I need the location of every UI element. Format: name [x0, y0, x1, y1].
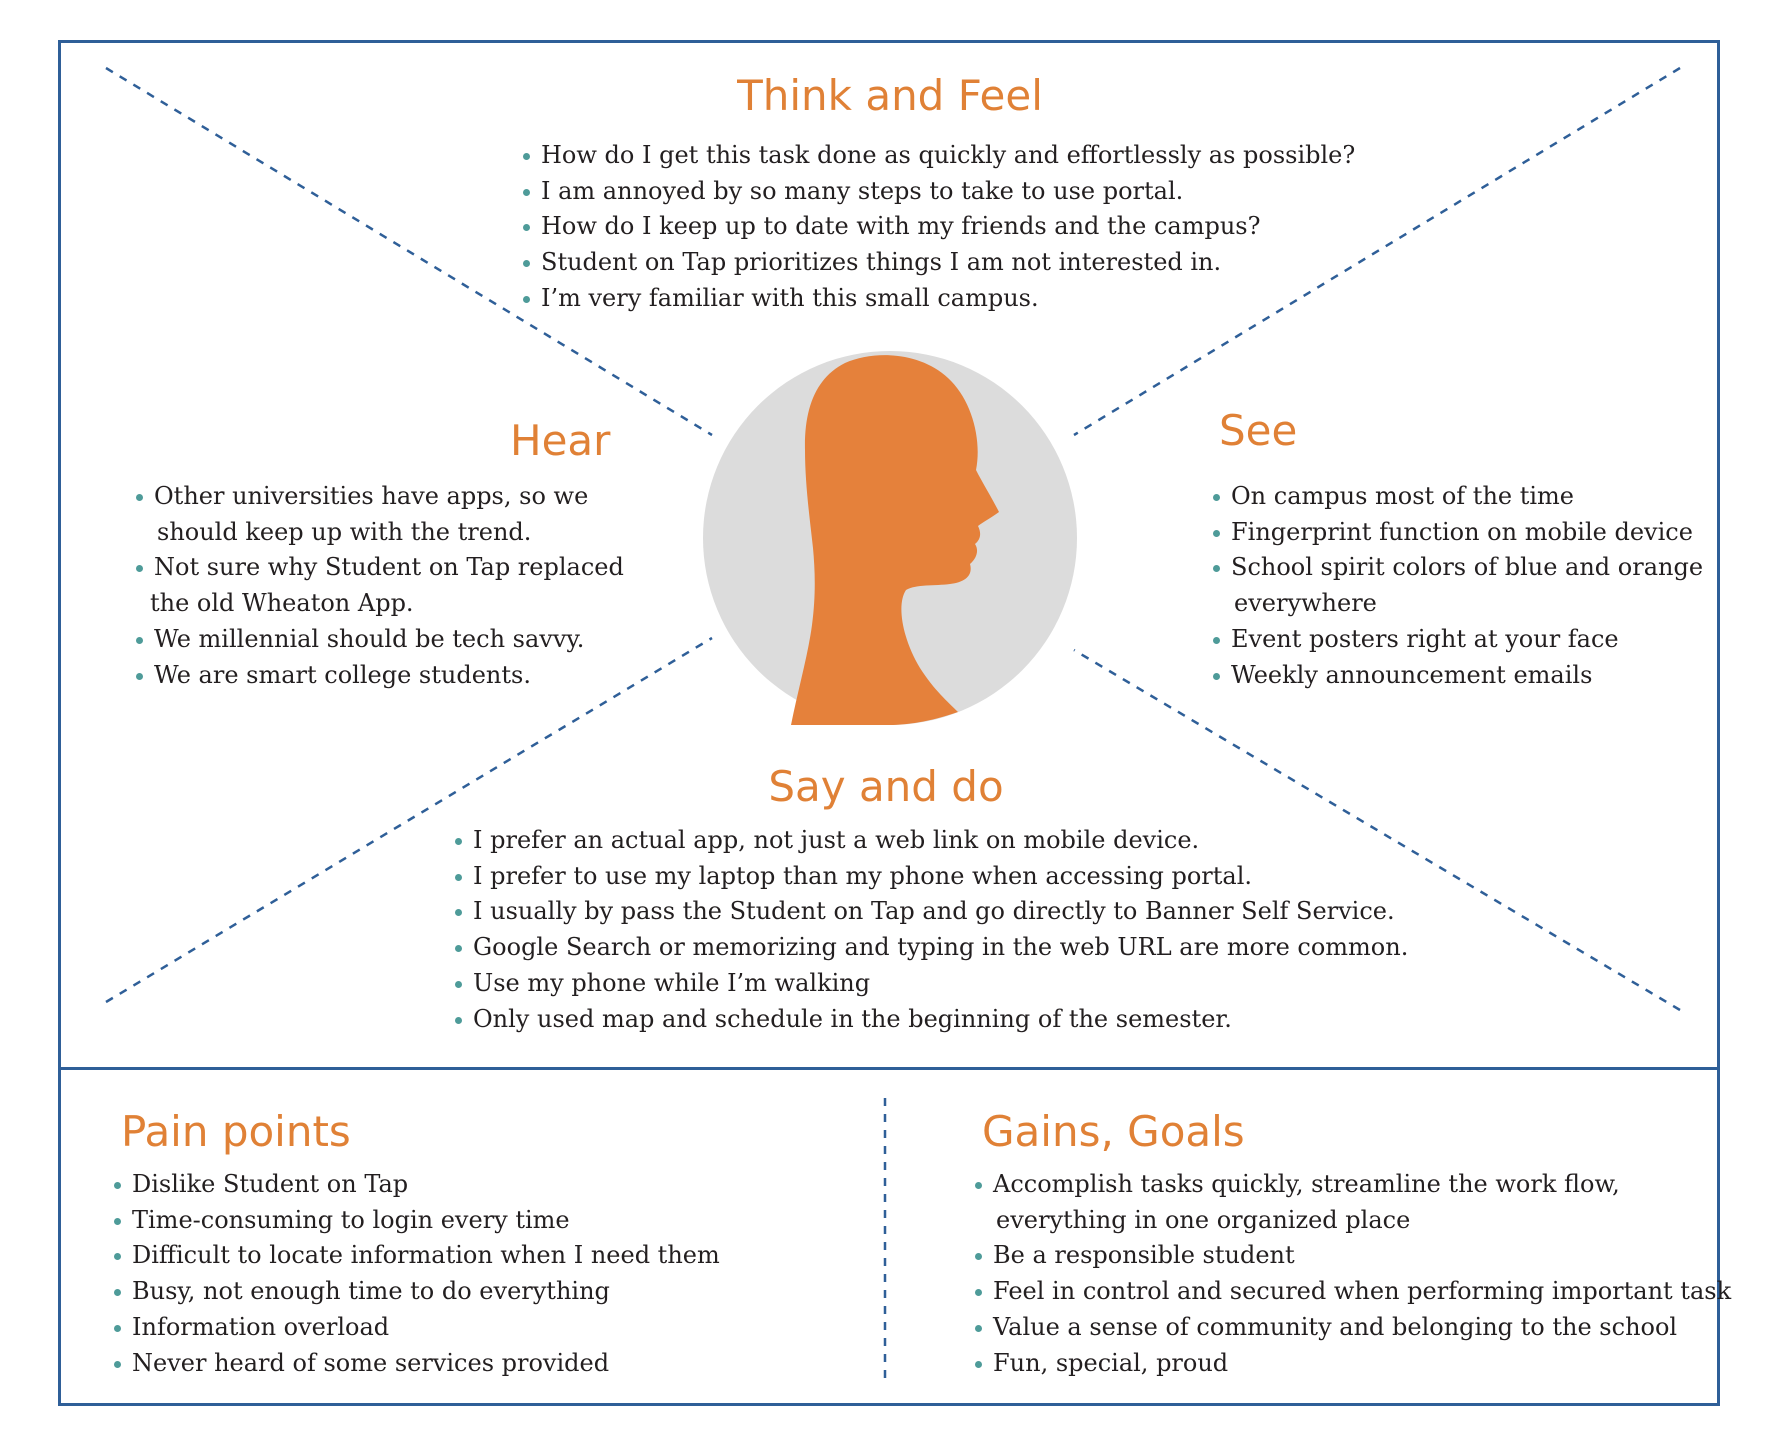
say-and-do-heading: Say and do — [768, 762, 1004, 811]
avatar — [703, 351, 1077, 725]
list-item-text: School spirit colors of blue and orange — [1231, 553, 1704, 582]
list-item: Accomplish tasks quickly, streamline the… — [972, 1167, 1731, 1238]
gains-goals-list: Accomplish tasks quickly, streamline the… — [972, 1167, 1731, 1381]
hear-list: Other universities have apps, so we shou… — [133, 479, 624, 693]
list-item-text: Accomplish tasks quickly, streamline the… — [993, 1170, 1620, 1198]
think-and-feel-list: How do I get this task done as quickly a… — [520, 138, 1355, 317]
diagonal-line-bottom-left — [105, 636, 713, 1004]
list-item: On campus most of the time — [1210, 479, 1703, 515]
see-list: On campus most of the time Fingerprint f… — [1210, 479, 1703, 693]
list-item: Other universities have apps, so we shou… — [133, 479, 624, 550]
list-item: I prefer an actual app, not just a web l… — [452, 823, 1408, 859]
empathy-map-frame — [58, 40, 1720, 1406]
see-heading: See — [1219, 406, 1298, 455]
list-item: We are smart college students. — [133, 658, 624, 694]
list-item: Time-consuming to login every time — [111, 1203, 720, 1239]
list-item: Information overload — [111, 1310, 720, 1346]
list-item: I’m very familiar with this small campus… — [520, 281, 1355, 317]
person-head-silhouette-icon — [791, 355, 999, 725]
list-item: Google Search or memorizing and typing i… — [452, 930, 1408, 966]
list-item: Never heard of some services provided — [111, 1346, 720, 1382]
diagonal-line-bottom-right — [1073, 648, 1681, 1012]
list-item: Not sure why Student on Tap replaced the… — [133, 550, 624, 621]
list-item: Busy, not enough time to do everything — [111, 1274, 720, 1310]
list-item: Event posters right at your face — [1210, 622, 1703, 658]
list-item: Use my phone while I’m walking — [452, 966, 1408, 1002]
list-item: Dislike Student on Tap — [111, 1167, 720, 1203]
gains-goals-heading: Gains, Goals — [982, 1107, 1245, 1156]
list-item: Weekly announcement emails — [1210, 658, 1703, 694]
list-item: Student on Tap prioritizes things I am n… — [520, 245, 1355, 281]
list-item: How do I get this task done as quickly a… — [520, 138, 1355, 174]
list-item: Fingerprint function on mobile device — [1210, 515, 1703, 551]
list-item-continuation: should keep up with the trend. — [157, 517, 532, 546]
list-item: Be a responsible student — [972, 1238, 1731, 1274]
list-item: Value a sense of community and belonging… — [972, 1310, 1731, 1346]
list-item-continuation: the old Wheaton App. — [150, 589, 414, 618]
say-and-do-list: I prefer an actual app, not just a web l… — [452, 823, 1408, 1037]
think-and-feel-heading: Think and Feel — [737, 71, 1043, 120]
list-item-text: Not sure why Student on Tap replaced — [154, 553, 624, 582]
list-item: We millennial should be tech savvy. — [133, 622, 624, 658]
list-item: I am annoyed by so many steps to take to… — [520, 174, 1355, 210]
pain-points-list: Dislike Student on Tap Time-consuming to… — [111, 1167, 720, 1381]
list-item-continuation: everything in one organized place — [996, 1205, 1411, 1234]
list-item: Fun, special, proud — [972, 1346, 1731, 1382]
list-item: Difficult to locate information when I n… — [111, 1238, 720, 1274]
list-item: School spirit colors of blue and orange … — [1210, 550, 1703, 621]
list-item: How do I keep up to date with my friends… — [520, 209, 1355, 245]
hear-heading: Hear — [510, 416, 611, 465]
section-divider-horizontal — [58, 1067, 1720, 1070]
diagonal-line-top-left — [105, 66, 713, 437]
list-item: I usually by pass the Student on Tap and… — [452, 894, 1408, 930]
diagonal-line-top-right — [1073, 66, 1681, 437]
list-item: Only used map and schedule in the beginn… — [452, 1002, 1408, 1038]
list-item: Feel in control and secured when perform… — [972, 1274, 1731, 1310]
list-item-text: Other universities have apps, so we — [154, 482, 589, 510]
list-item: I prefer to use my laptop than my phone … — [452, 859, 1408, 895]
list-item-continuation: everywhere — [1234, 589, 1377, 618]
pain-points-heading: Pain points — [121, 1107, 351, 1156]
